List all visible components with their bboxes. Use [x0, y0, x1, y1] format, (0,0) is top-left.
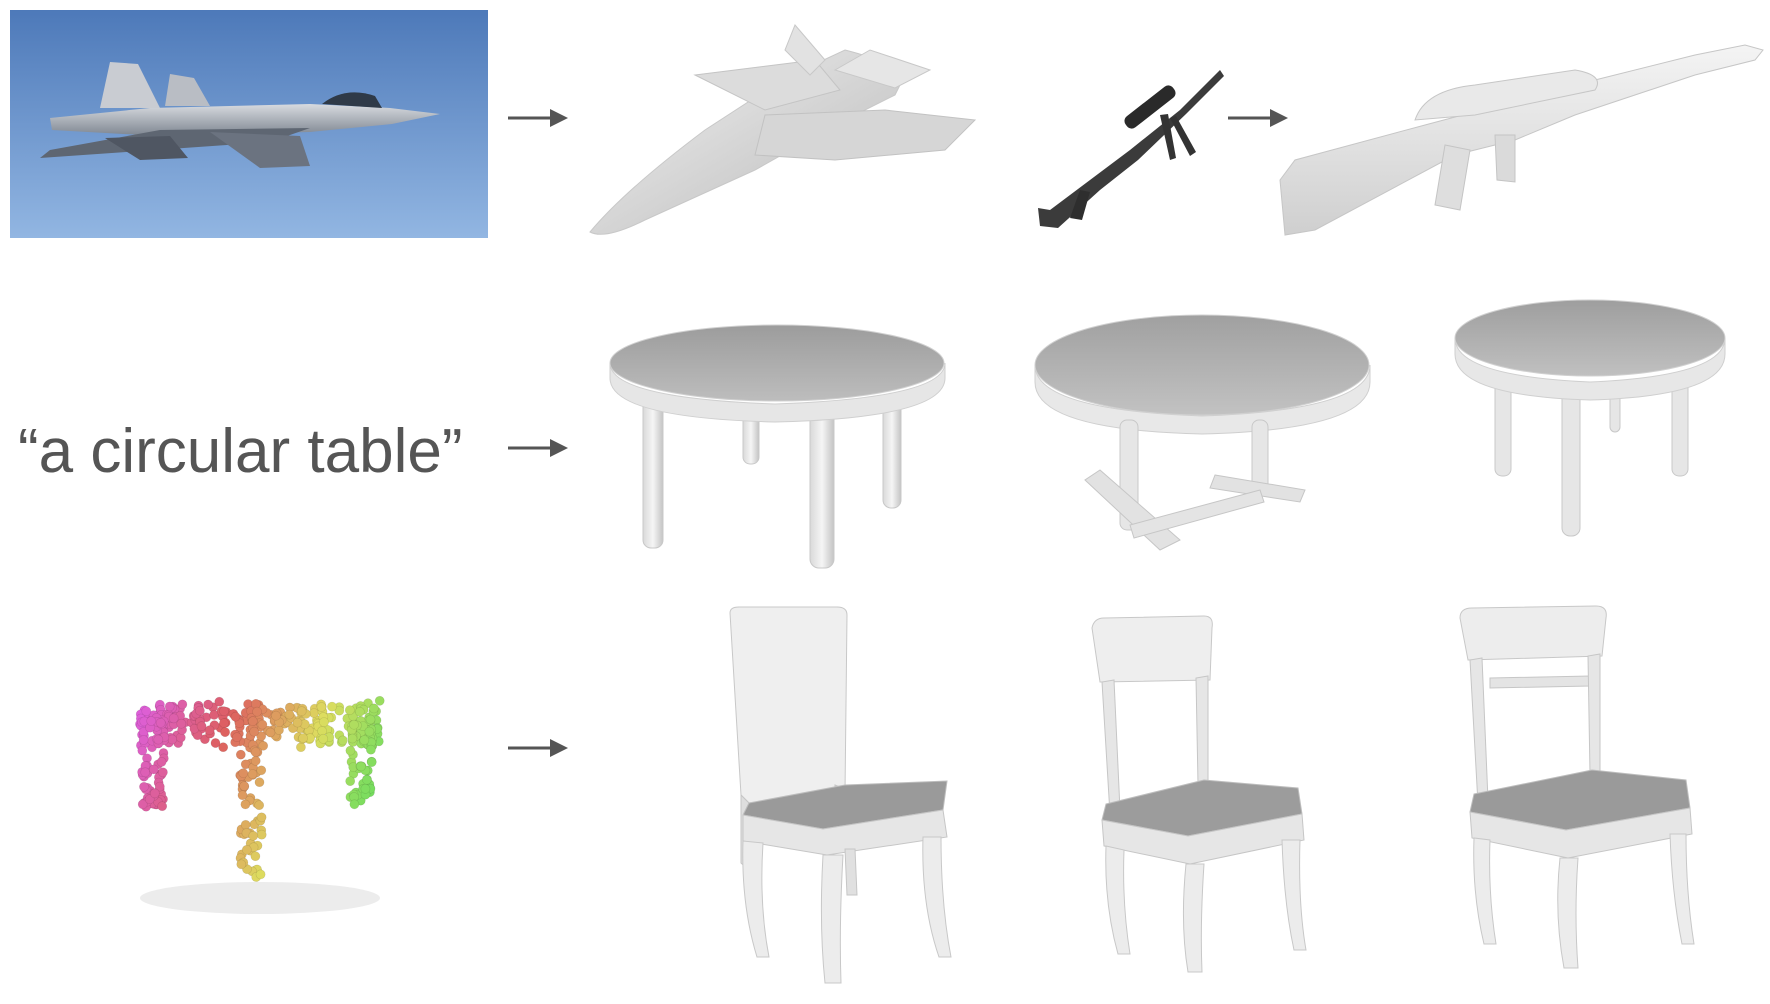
chair-mesh-2 [1088, 614, 1310, 976]
arrow-right-icon [506, 106, 570, 130]
rifle-mesh [1275, 30, 1765, 240]
table-mesh-2 [1030, 310, 1375, 572]
airplane-mesh [585, 20, 980, 240]
airplane-photo [10, 10, 488, 238]
arrow-right-icon [506, 736, 570, 760]
table-mesh-3 [1450, 296, 1730, 546]
table-mesh-1 [605, 318, 950, 576]
chair-mesh-1 [725, 605, 955, 990]
rifle-photo [1030, 30, 1230, 230]
arrow-right-icon [1226, 106, 1290, 130]
point-cloud-table [120, 680, 400, 920]
arrow-right-icon [506, 436, 570, 460]
chair-mesh-3 [1456, 604, 1696, 974]
text-prompt: “a circular table” [18, 417, 463, 486]
